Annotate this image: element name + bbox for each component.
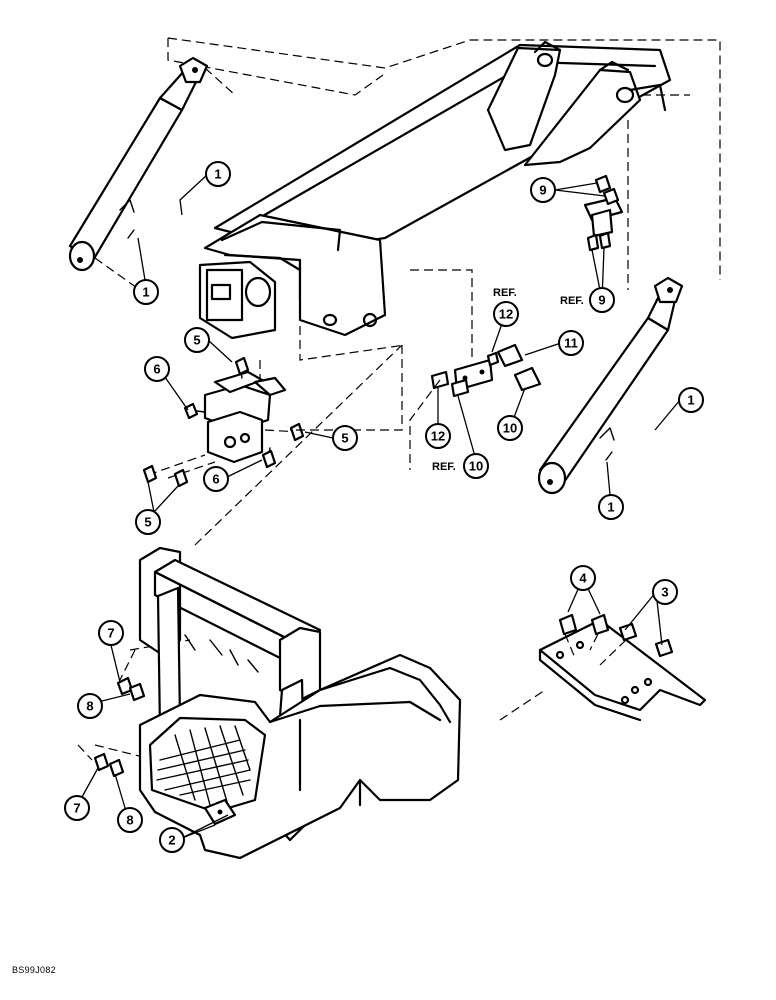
svg-text:10: 10 — [503, 421, 517, 436]
callout-3: 3 — [652, 579, 678, 605]
svg-text:10: 10 — [469, 459, 483, 474]
callout-7: 7 — [98, 620, 124, 646]
svg-text:7: 7 — [73, 801, 80, 816]
svg-text:8: 8 — [86, 699, 93, 714]
hydraulic-fitting-bracket — [409, 269, 542, 470]
loader-chassis — [138, 546, 462, 860]
lower-left-fittings — [77, 649, 146, 778]
ref-label-10: REF. — [432, 461, 456, 473]
svg-text:1: 1 — [607, 500, 614, 515]
callout-5: 5 — [135, 509, 161, 535]
callout-1: 1 — [133, 279, 159, 305]
svg-text:11: 11 — [564, 336, 578, 351]
drawing-code: BS99J082 — [12, 965, 56, 975]
svg-text:5: 5 — [144, 515, 151, 530]
hose-routing — [94, 270, 546, 761]
callout-11: 11 — [558, 330, 584, 356]
callout-10: 10 — [463, 453, 489, 479]
callout-6: 6 — [203, 466, 229, 492]
svg-text:2: 2 — [168, 833, 175, 848]
callout-1: 1 — [678, 387, 704, 413]
callout-5: 5 — [184, 327, 210, 353]
upper-right-bracket — [583, 174, 624, 252]
svg-text:5: 5 — [341, 431, 348, 446]
callout-12: 12 — [425, 423, 451, 449]
svg-text:4: 4 — [579, 571, 587, 586]
svg-text:8: 8 — [126, 813, 133, 828]
callout-8: 8 — [117, 807, 143, 833]
loader-arm-frame — [167, 37, 721, 340]
svg-text:7: 7 — [107, 626, 114, 641]
ref-label-12: REF. — [493, 287, 517, 299]
callout-9: 9 — [530, 177, 556, 203]
callout-7: 7 — [64, 795, 90, 821]
ref-label-9: REF. — [560, 295, 584, 307]
svg-text:5: 5 — [193, 333, 200, 348]
callout-6: 6 — [144, 356, 170, 382]
svg-text:12: 12 — [431, 429, 445, 444]
callout-5: 5 — [332, 425, 358, 451]
svg-text:6: 6 — [153, 362, 160, 377]
lower-right-mounting-plate — [538, 613, 707, 722]
callout-2: 2 — [159, 827, 185, 853]
callout-1: 1 — [598, 494, 624, 520]
callout-1: 1 — [205, 161, 231, 187]
left-lift-cylinder — [68, 56, 236, 291]
callout-9: 9 — [589, 287, 615, 313]
svg-text:3: 3 — [661, 585, 668, 600]
svg-text:9: 9 — [539, 183, 546, 198]
valve-assembly — [142, 356, 305, 488]
svg-text:6: 6 — [212, 472, 219, 487]
right-lift-cylinder — [537, 276, 684, 495]
callout-12: 12 — [493, 301, 519, 327]
callout-10: 10 — [497, 415, 523, 441]
svg-text:1: 1 — [214, 167, 221, 182]
svg-text:1: 1 — [142, 285, 149, 300]
svg-text:1: 1 — [687, 393, 694, 408]
grille-mesh — [156, 725, 251, 806]
svg-text:9: 9 — [598, 293, 605, 308]
callout-4: 4 — [570, 565, 596, 591]
svg-text:12: 12 — [499, 307, 513, 322]
callout-8: 8 — [77, 693, 103, 719]
